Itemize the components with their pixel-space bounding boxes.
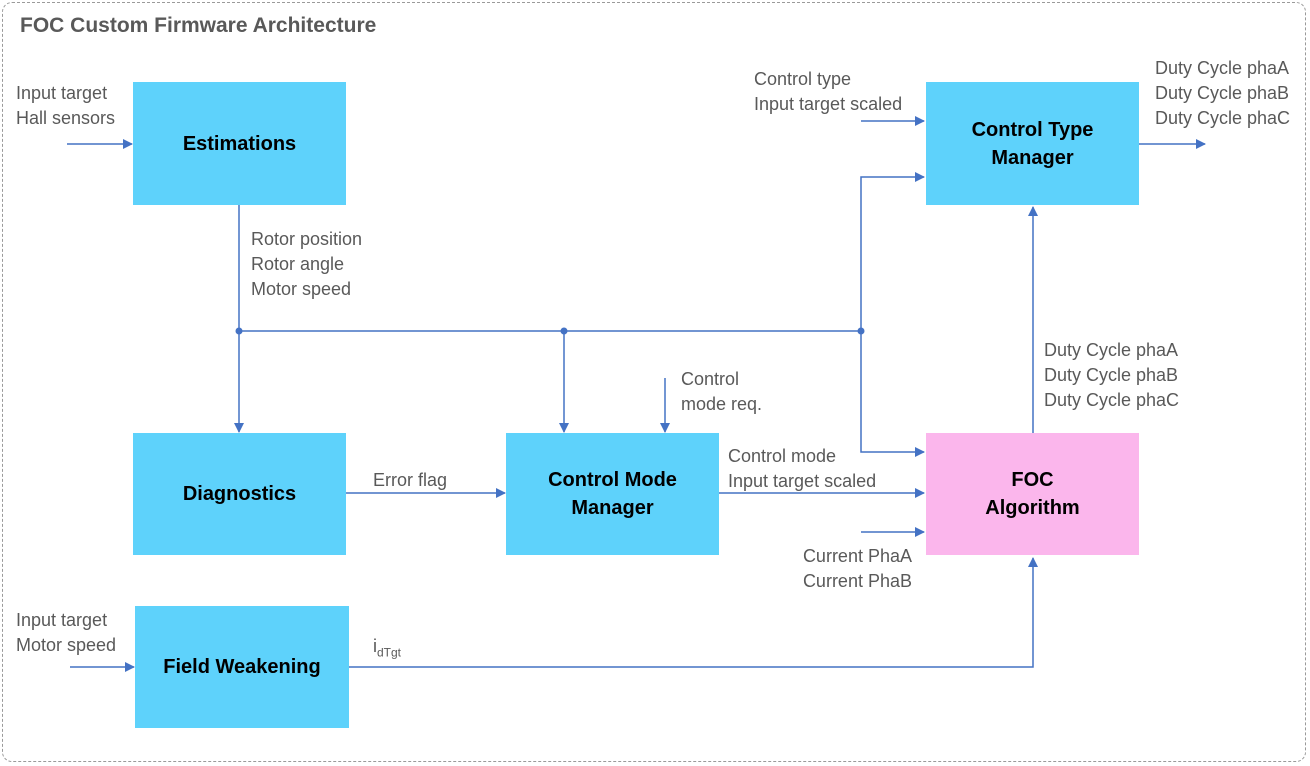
- id-target-label: idTgt: [373, 634, 401, 666]
- junction-dot: [857, 327, 865, 335]
- diagnostics-label: Diagnostics: [182, 483, 297, 505]
- error-flag-text: Error flag: [373, 470, 448, 490]
- junction-dot: [235, 327, 243, 335]
- foc-algorithm-label-line1: FOC: [1011, 469, 1054, 491]
- estimations-label: Estimations: [182, 132, 297, 155]
- signal-label: Motor speed: [16, 635, 117, 655]
- signal-label: Rotor position: [251, 229, 363, 249]
- estimations-block: Estimations: [133, 82, 346, 205]
- signal-label: Input target: [16, 610, 108, 630]
- control-mode-manager-label-line1: Control Mode: [548, 469, 677, 491]
- signal-label: Input target scaled: [754, 94, 903, 114]
- signal-label: Control: [681, 369, 740, 389]
- ctm-output-labels: Duty Cycle phaA Duty Cycle phaB Duty Cyc…: [1155, 56, 1290, 131]
- ctm-input-labels: Control type Input target scaled: [754, 67, 902, 117]
- control-type-manager-label-line2: Manager: [991, 146, 1074, 169]
- control-type-manager-block: Control Type Manager: [926, 82, 1139, 205]
- foc-algorithm-label-line2: Algorithm: [985, 497, 1080, 519]
- signal-label: Duty Cycle phaC: [1044, 390, 1180, 410]
- signal-label: mode req.: [681, 394, 763, 414]
- signal-label: Rotor angle: [251, 254, 345, 274]
- signal-label: Hall sensors: [16, 108, 116, 128]
- wire-fw-to-foc: [349, 557, 1038, 668]
- id-target-sub: dTgt: [377, 645, 402, 660]
- control-mode-manager-block: Control Mode Manager: [506, 433, 719, 555]
- field-weakening-block: Field Weakening: [135, 606, 349, 728]
- signal-label: Duty Cycle phaC: [1155, 108, 1291, 128]
- signal-label: Control mode: [728, 446, 837, 466]
- wire-bus-to-foc: [860, 331, 925, 457]
- estimations-input-labels: Input target Hall sensors: [16, 81, 115, 131]
- signal-label: Duty Cycle phaB: [1155, 83, 1290, 103]
- signal-label: Duty Cycle phaA: [1044, 340, 1179, 360]
- signal-label: Current PhaA: [802, 546, 912, 566]
- field-weakening-label: Field Weakening: [163, 656, 321, 678]
- fw-input-labels: Input target Motor speed: [16, 608, 116, 658]
- signal-label: Input target: [16, 83, 108, 103]
- foc-output-labels: Duty Cycle phaA Duty Cycle phaB Duty Cyc…: [1044, 338, 1179, 413]
- signal-label: Duty Cycle phaB: [1044, 365, 1179, 385]
- signal-label: Current PhaB: [802, 571, 912, 591]
- control-mode-req-labels: Control mode req.: [681, 367, 762, 417]
- signal-label: Input target scaled: [728, 471, 877, 491]
- current-input-labels: Current PhaA Current PhaB: [790, 544, 912, 594]
- id-target-main: i: [373, 636, 377, 656]
- signal-label: Motor speed: [251, 279, 352, 299]
- foc-algorithm-block: FOC Algorithm: [926, 433, 1139, 555]
- diagnostics-block: Diagnostics: [133, 433, 346, 555]
- id-target-text: idTgt: [373, 634, 401, 666]
- signal-label: Control type: [754, 69, 852, 89]
- junction-dot: [560, 327, 568, 335]
- error-flag-label: Error flag: [373, 468, 447, 493]
- diagram-title: FOC Custom Firmware Architecture: [20, 14, 377, 37]
- control-type-manager-label-line1: Control Type: [971, 118, 1094, 141]
- control-mode-manager-label-line2: Manager: [571, 497, 654, 519]
- wire-bus-to-ctm: [860, 172, 925, 331]
- cmm-output-labels: Control mode Input target scaled: [728, 444, 876, 494]
- estimations-output-labels: Rotor position Rotor angle Motor speed: [251, 227, 362, 302]
- signal-label: Duty Cycle phaA: [1155, 58, 1290, 78]
